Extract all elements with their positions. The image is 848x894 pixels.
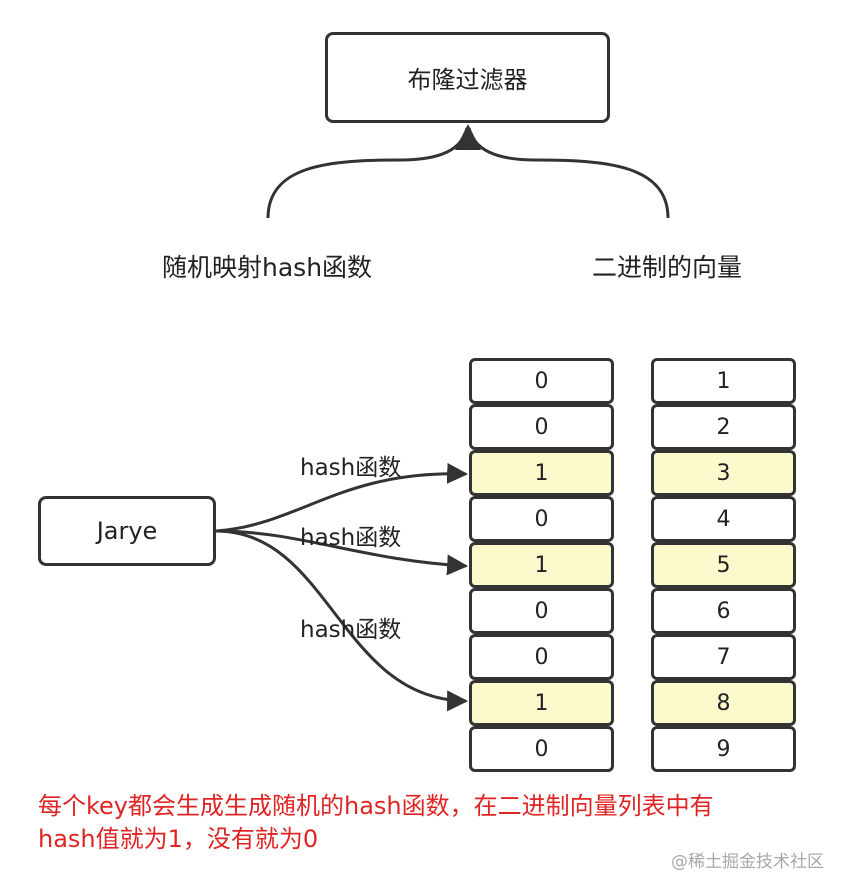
hash-arrow-1 — [215, 462, 469, 533]
bit-cell-8: 1 — [469, 680, 614, 726]
bit-cell-value: 0 — [534, 736, 549, 762]
index-cell-value: 9 — [716, 736, 731, 762]
bloom-filter-box: 布隆过滤器 — [325, 32, 610, 123]
index-cell-5: 5 — [651, 542, 796, 588]
index-cell-value: 5 — [716, 552, 731, 578]
merge-connector-left — [266, 127, 469, 219]
bit-cell-2: 0 — [469, 404, 614, 450]
bit-cell-value: 1 — [534, 690, 549, 716]
index-cell-value: 8 — [716, 690, 731, 716]
bit-cell-value: 0 — [534, 598, 549, 624]
index-cell-value: 2 — [716, 414, 731, 440]
index-cell-value: 1 — [716, 368, 731, 394]
index-cell-value: 3 — [716, 460, 731, 486]
index-cell-6: 6 — [651, 588, 796, 634]
bit-cell-value: 0 — [534, 644, 549, 670]
hash-function-label: 随机映射hash函数 — [162, 253, 373, 282]
edge-label-hash-1: hash函数 — [300, 455, 402, 481]
bit-cell-5: 1 — [469, 542, 614, 588]
index-cell-8: 8 — [651, 680, 796, 726]
watermark: @稀土掘金技术社区 — [671, 852, 824, 872]
index-cell-7: 7 — [651, 634, 796, 680]
index-cell-2: 2 — [651, 404, 796, 450]
bit-cell-4: 0 — [469, 496, 614, 542]
bit-cell-value: 0 — [534, 414, 549, 440]
merge-connector-right — [467, 127, 670, 219]
hash-arrow-2 — [215, 529, 469, 576]
explanation-note: 每个key都会生成生成随机的hash函数，在二进制向量列表中有 hash值就为1… — [38, 790, 798, 856]
note-line-1: 每个key都会生成生成随机的hash函数，在二进制向量列表中有 — [38, 792, 714, 820]
note-line-2: hash值就为1，没有就为0 — [38, 825, 319, 853]
key-box-jarye: Jarye — [38, 496, 216, 566]
index-cell-value: 7 — [716, 644, 731, 670]
bit-cell-6: 0 — [469, 588, 614, 634]
bit-cell-value: 0 — [534, 506, 549, 532]
index-cell-4: 4 — [651, 496, 796, 542]
merge-arrowhead — [455, 124, 481, 150]
key-label: Jarye — [96, 517, 158, 545]
index-cell-value: 4 — [716, 506, 731, 532]
index-cell-value: 6 — [716, 598, 731, 624]
index-cell-9: 9 — [651, 726, 796, 772]
index-cell-1: 1 — [651, 358, 796, 404]
binary-vector-label: 二进制的向量 — [592, 253, 743, 282]
bit-cell-9: 0 — [469, 726, 614, 772]
bit-cell-1: 0 — [469, 358, 614, 404]
hash-arrow-3 — [215, 529, 469, 712]
index-cell-3: 3 — [651, 450, 796, 496]
bit-cell-value: 1 — [534, 460, 549, 486]
bit-cell-value: 1 — [534, 552, 549, 578]
edge-label-hash-2: hash函数 — [300, 525, 402, 551]
bit-cell-7: 0 — [469, 634, 614, 680]
bit-cell-3: 1 — [469, 450, 614, 496]
edge-label-hash-3: hash函数 — [300, 617, 402, 643]
bit-cell-value: 0 — [534, 368, 549, 394]
bloom-filter-title: 布隆过滤器 — [407, 66, 528, 94]
